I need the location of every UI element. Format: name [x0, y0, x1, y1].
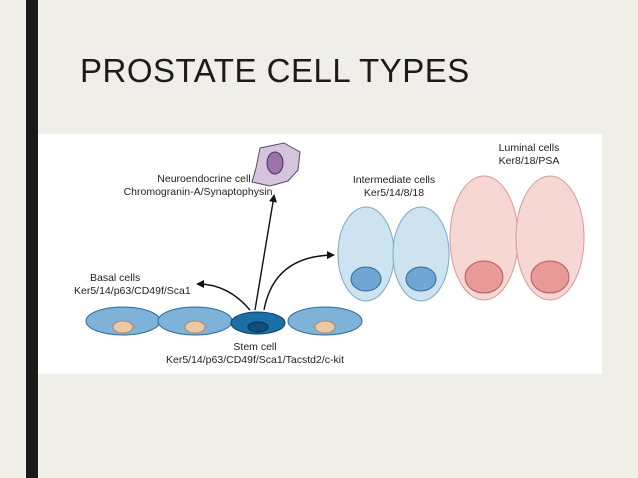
stem-name: Stem cell — [233, 341, 276, 353]
arrow-to-basal — [196, 280, 251, 311]
neuroendocrine-markers: Chromogranin-A/Synaptophysin — [124, 186, 273, 198]
cell-diagram: Neuroendocrine cell Chromogranin-A/Synap… — [38, 134, 602, 374]
luminal-name: Luminal cells — [499, 142, 560, 154]
intermediate-nucleus-2 — [405, 266, 437, 292]
basal-markers: Ker5/14/p63/CD49f/Sca1 — [74, 285, 191, 297]
intermediate-markers: Ker5/14/8/18 — [364, 187, 424, 199]
stem-markers: Ker5/14/p63/CD49f/Sca1/Tacstd2/c-kit — [166, 354, 344, 366]
left-accent-bar — [26, 0, 38, 478]
luminal-markers: Ker8/18/PSA — [499, 155, 560, 167]
basal-nucleus-3 — [314, 320, 336, 334]
intermediate-name: Intermediate cells — [353, 174, 435, 186]
basal-name: Basal cells — [90, 272, 140, 284]
slide-title: PROSTATE CELL TYPES — [80, 52, 470, 89]
basal-nucleus-1 — [112, 320, 134, 334]
neuroendocrine-name: Neuroendocrine cell — [157, 173, 250, 185]
arrow-to-intermediate — [263, 251, 335, 311]
luminal-nucleus-2 — [530, 260, 570, 294]
cell-diagram-svg: Neuroendocrine cell Chromogranin-A/Synap… — [74, 142, 585, 366]
intermediate-nucleus-1 — [350, 266, 382, 292]
luminal-nucleus-1 — [464, 260, 504, 294]
neuroendocrine-nucleus — [266, 151, 284, 175]
stem-nucleus — [247, 321, 269, 333]
arrow-to-neuroendocrine — [254, 194, 277, 311]
basal-nucleus-2 — [184, 320, 206, 334]
